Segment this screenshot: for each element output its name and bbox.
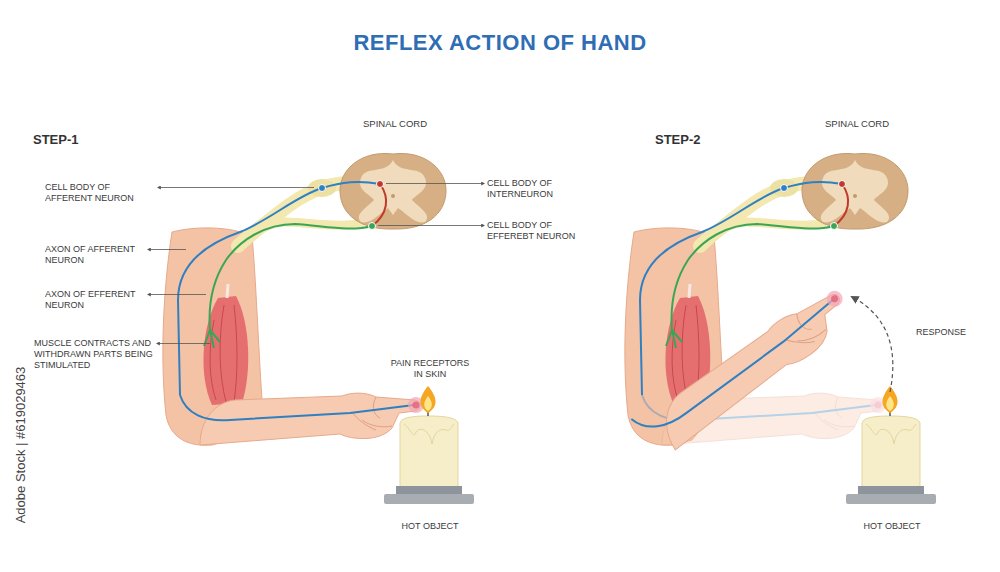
diagram-title: REFLEX ACTION OF HAND bbox=[0, 30, 1000, 56]
part-label: AXON OF EFFERENT NEURON bbox=[45, 289, 145, 311]
step-2-scene bbox=[625, 153, 936, 504]
part-heading: SPINAL CORD bbox=[340, 118, 450, 129]
part-label: CELL BODY OF EFFEREBT NEURON bbox=[487, 220, 597, 242]
step-1-candle bbox=[384, 386, 474, 504]
response-arrow bbox=[854, 298, 893, 392]
part-label: PAIN RECEPTORS IN SKIN bbox=[385, 358, 475, 380]
step-1-forearm bbox=[180, 393, 424, 445]
raised-forearm bbox=[630, 284, 863, 460]
leader-line bbox=[160, 187, 314, 188]
watermark: Adobe Stock | #619029463 bbox=[13, 367, 28, 524]
leader-line bbox=[386, 183, 482, 184]
step-heading: STEP-2 bbox=[655, 132, 701, 147]
part-label: AXON OF AFFERENT NEURON bbox=[45, 244, 145, 266]
leader-line bbox=[378, 225, 482, 226]
step-2-body bbox=[625, 153, 908, 445]
response-label: RESPONSE bbox=[916, 327, 966, 338]
leader-line bbox=[159, 343, 210, 344]
step-1-body bbox=[163, 153, 446, 445]
leader-line bbox=[150, 294, 206, 295]
part-heading: SPINAL CORD bbox=[802, 118, 912, 129]
part-label: CELL BODY OF INTERNEURON bbox=[487, 178, 587, 200]
step-2-candle bbox=[846, 386, 936, 504]
part-label: MUSCLE CONTRACTS AND WITHDRAWN PARTS BEI… bbox=[34, 338, 154, 371]
step-heading: STEP-1 bbox=[33, 132, 79, 147]
leader-line bbox=[150, 249, 186, 250]
part-label: CELL BODY OF AFFERENT NEURON bbox=[45, 182, 155, 204]
object-label: HOT OBJECT bbox=[380, 521, 480, 532]
object-label: HOT OBJECT bbox=[842, 521, 942, 532]
